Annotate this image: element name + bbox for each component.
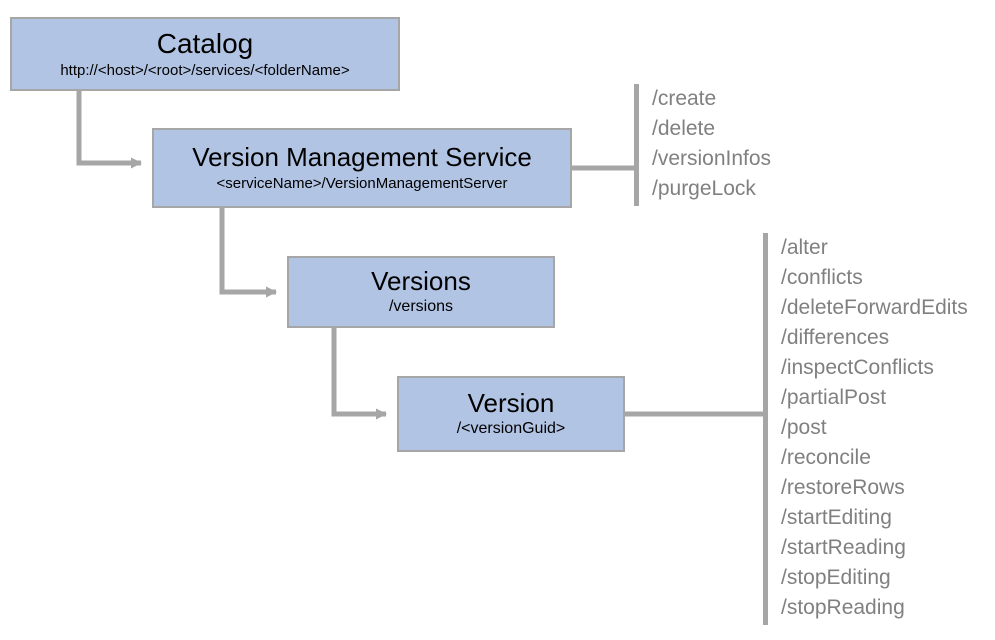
operation-item[interactable]: /conflicts [781,266,863,289]
operation-list-service: /create /delete /versionInfos /purgeLock [652,84,771,206]
operation-item[interactable]: /stopReading [781,596,905,619]
node-version-title: Version [467,388,555,419]
operation-item[interactable]: /purgeLock [652,177,756,200]
operation-item[interactable]: /reconcile [781,446,871,469]
edge-catalog-to-service [76,91,142,169]
operation-item[interactable]: /deleteForwardEdits [781,296,968,319]
operation-item[interactable]: /alter [781,236,828,259]
node-versions-subtitle: /versions [388,298,454,316]
edge-versions-to-version [331,328,387,420]
operation-item[interactable]: /inspectConflicts [781,356,934,379]
operation-item[interactable]: /differences [781,326,890,349]
node-version-management-service-subtitle: <serviceName>/VersionManagementServer [216,175,508,193]
node-version-subtitle: /<versionGuid> [456,420,566,438]
node-versions-title: Versions [371,266,471,297]
operation-list-version: /alter /conflicts /deleteForwardEdits /d… [781,233,968,625]
node-versions[interactable]: Versions /versions [287,256,555,328]
operation-group-version-bracket [763,233,768,625]
operation-item[interactable]: /restoreRows [781,476,905,499]
operation-item[interactable]: /create [652,87,717,110]
operation-item[interactable]: /startReading [781,536,906,559]
node-catalog-title: Catalog [156,27,254,59]
node-catalog-subtitle: http://<host>/<root>/services/<folderNam… [60,61,350,79]
operation-item[interactable]: /versionInfos [652,147,772,170]
operation-item[interactable]: /delete [652,117,716,140]
node-catalog[interactable]: Catalog http://<host>/<root>/services/<f… [10,17,400,91]
node-version-management-service-title: Version Management Service [192,142,532,173]
edge-service-to-versions [219,208,277,298]
operation-group-service: /create /delete /versionInfos /purgeLock [634,84,771,206]
node-version[interactable]: Version /<versionGuid> [397,376,625,452]
operation-item[interactable]: /startEditing [781,506,892,529]
operation-item[interactable]: /partialPost [781,386,887,409]
operation-group-service-bracket [634,84,639,206]
operation-group-version: /alter /conflicts /deleteForwardEdits /d… [763,233,968,625]
node-version-management-service[interactable]: Version Management Service <serviceName>… [152,128,572,208]
operation-item[interactable]: /stopEditing [781,566,891,589]
operation-item[interactable]: /post [781,416,827,439]
